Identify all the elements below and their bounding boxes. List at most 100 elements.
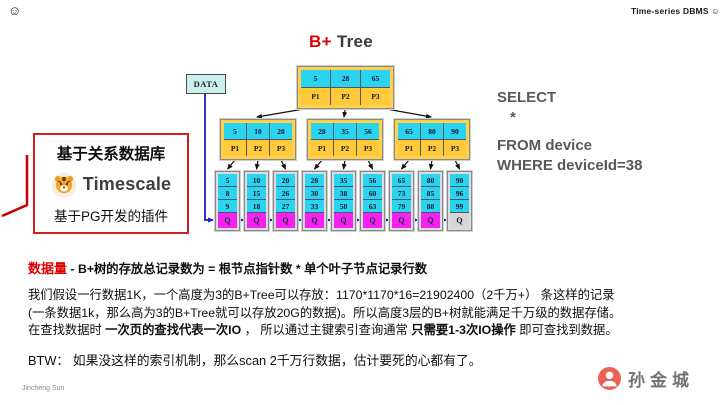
leaf-key-cell: 35 <box>334 174 353 186</box>
panel-bottom-label: 基于PG开发的插件 <box>53 208 168 224</box>
leaf-key-cell: 28 <box>305 174 324 186</box>
headline-label: 数据量 <box>28 261 68 276</box>
leaf-key-cell: 96 <box>450 187 469 199</box>
leaf-key-cell: 20 <box>276 174 295 186</box>
key-cell: 56 <box>357 123 379 139</box>
sql-line-star: * <box>510 109 516 126</box>
key-cell: 65 <box>361 70 390 87</box>
key-cell: 35 <box>334 123 356 139</box>
key-cell: 65 <box>398 123 420 139</box>
headline-text: - B+树的存放总记录数为 = 根节点指针数 * 单个叶子节点记录行数 <box>67 262 428 276</box>
leaf-key-cell: 80 <box>421 174 440 186</box>
pointer-cell: P3 <box>361 88 390 105</box>
leaf-key-cell: 33 <box>305 200 324 212</box>
q-cell: Q <box>392 213 411 228</box>
pointer-cell: P1 <box>301 88 330 105</box>
q-cell: Q <box>305 213 324 228</box>
leaf-key-cell: 88 <box>421 200 440 212</box>
pointer-cell: P2 <box>331 88 360 105</box>
smiley-icon: ☺ <box>711 7 720 16</box>
pointer-cell: P1 <box>224 140 246 156</box>
key-cell: 5 <box>224 123 246 139</box>
q-cell: Q <box>421 213 440 228</box>
q-cell: Q <box>450 213 469 228</box>
q-cell: Q <box>247 213 266 228</box>
leaf-key-cell: 15 <box>247 187 266 199</box>
data-box: DATA <box>186 74 226 94</box>
leaf-key-cell: 18 <box>247 200 266 212</box>
para-line-1: 我们假设一行数据1K，一个高度为3的B+Tree可以存放：1170*1170*1… <box>28 288 615 302</box>
timescale-brand-text: Timescale <box>82 174 172 194</box>
key-cell: 28 <box>331 70 360 87</box>
leaf-key-cell: 99 <box>450 200 469 212</box>
key-cell: 10 <box>247 123 269 139</box>
pointer-cell: P1 <box>398 140 420 156</box>
leaf-key-cell: 10 <box>247 174 266 186</box>
q-cell: Q <box>276 213 295 228</box>
author-name-cn: 孙金城 <box>628 371 694 390</box>
q-cell: Q <box>363 213 382 228</box>
q-cell: Q <box>218 213 237 228</box>
pointer-cell: P2 <box>421 140 443 156</box>
leaf-key-cell: 50 <box>334 200 353 212</box>
leaf-key-cell: 90 <box>450 174 469 186</box>
title-dark: Tree <box>331 32 374 51</box>
leaf-key-cell: 79 <box>392 200 411 212</box>
pointer-cell: P2 <box>247 140 269 156</box>
timescale-logo: Timescale <box>51 172 172 198</box>
sql-line-where: WHERE deviceId=38 <box>497 157 643 174</box>
btw-line: BTW： 如果没这样的索引机制，那么scan 2千万行数据，估计要死的心都有了。 <box>28 352 482 368</box>
leaf-key-cell: 5 <box>218 174 237 186</box>
para-line-3: 在查找数据时 一次页的查找代表一次IO ， 所以通过主键索引查询通常 只需要1-… <box>28 323 618 337</box>
key-cell: 20 <box>270 123 292 139</box>
notes-block: 数据量 - B+树的存放总记录数为 = 根节点指针数 * 单个叶子节点记录行数 … <box>28 258 700 369</box>
leaf-key-cell: 85 <box>421 187 440 199</box>
pointer-cell: P3 <box>444 140 466 156</box>
key-cell: 80 <box>421 123 443 139</box>
leaf-key-cell: 63 <box>363 200 382 212</box>
leaf-key-cell: 38 <box>334 187 353 199</box>
author-watermark: 孙金城 <box>598 366 694 391</box>
notes-paragraph: 我们假设一行数据1K，一个高度为3的B+Tree可以存放：1170*1170*1… <box>28 287 700 340</box>
leaf-key-cell: 56 <box>363 174 382 186</box>
timescale-panel: 基于关系数据库 Timescale 基于PG开发的插件 <box>33 133 189 234</box>
leaf-key-cell: 27 <box>276 200 295 212</box>
avatar-icon <box>598 367 621 390</box>
key-cell: 5 <box>301 70 330 87</box>
leaf-key-cell: 30 <box>305 187 324 199</box>
para-line-2: (一条数据1k，那么高为3的B+Tree就可以存放20G的数据)。所以高度3层的… <box>28 305 622 320</box>
sql-line-from: FROM device <box>497 137 593 154</box>
sql-query: SELECT * FROM device WHERE deviceId=38 <box>497 88 642 176</box>
leaf-key-cell: 73 <box>392 187 411 199</box>
title-red: B+ <box>309 32 332 51</box>
key-cell: 28 <box>311 123 333 139</box>
smiley-icon: ☺ <box>8 3 22 18</box>
q-cell: Q <box>334 213 353 228</box>
panel-top-label: 基于关系数据库 <box>56 146 166 164</box>
brand-text: Time-series DBMS <box>631 6 709 16</box>
author-name-en: Jincheng Sun <box>22 385 65 392</box>
pointer-cell: P3 <box>357 140 379 156</box>
leaf-key-cell: 9 <box>218 200 237 212</box>
leaf-key-cell: 60 <box>363 187 382 199</box>
key-cell: 90 <box>444 123 466 139</box>
pointer-cell: P2 <box>334 140 356 156</box>
pointer-cell: P3 <box>270 140 292 156</box>
pointer-cell: P1 <box>311 140 333 156</box>
leaf-key-cell: 65 <box>392 174 411 186</box>
page-title: B+ Tree <box>309 32 373 52</box>
notes-headline: 数据量 - B+树的存放总记录数为 = 根节点指针数 * 单个叶子节点记录行数 <box>28 258 700 277</box>
